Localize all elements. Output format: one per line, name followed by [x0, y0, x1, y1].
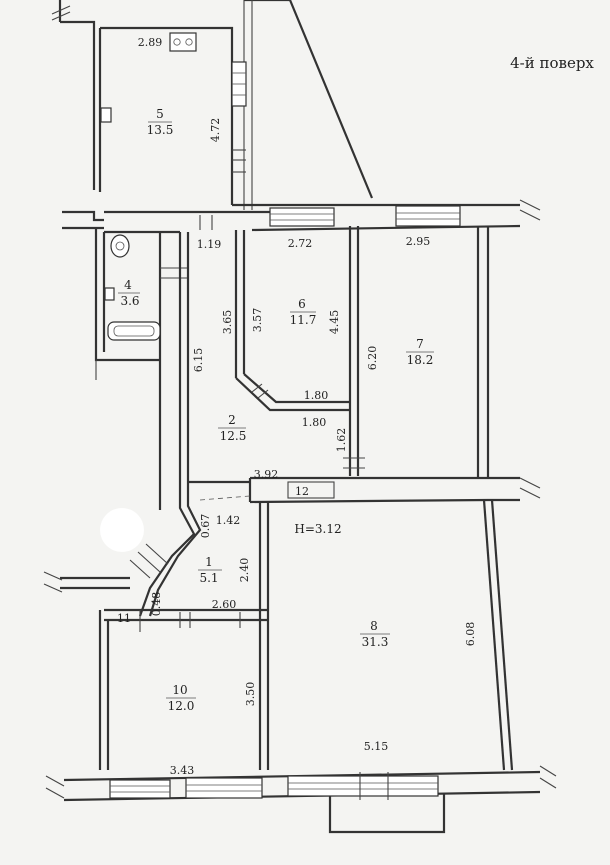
room-4-label: 4 3.6 — [118, 278, 140, 308]
dimension-3-50: 3.50 — [244, 682, 257, 707]
dimension-2-72: 2.72 — [288, 237, 313, 250]
room-11-tag: 11 — [117, 612, 131, 625]
room-area: 13.5 — [147, 123, 174, 137]
dimension-3-92: 3.92 — [254, 468, 279, 481]
room-number: 7 — [416, 337, 424, 351]
room-area: 3.6 — [120, 294, 139, 308]
room-5-label: 5 13.5 — [147, 107, 174, 137]
room-10-walls — [98, 608, 268, 770]
room-8-label: 8 31.3 — [360, 619, 390, 649]
dimension-4-72: 4.72 — [209, 118, 222, 143]
dimension-2-60: 2.60 — [212, 598, 237, 611]
room-number: 6 — [298, 297, 306, 311]
bottom-exterior-wall — [45, 765, 557, 834]
dimension-1-62: 1.62 — [335, 428, 348, 453]
dimension-6-08: 6.08 — [464, 622, 477, 647]
room-7-label: 7 18.2 — [406, 337, 434, 367]
dimension-6-20: 6.20 — [366, 346, 379, 371]
room-area: 11.7 — [290, 313, 317, 327]
room-number: 8 — [370, 619, 378, 633]
room-number: 2 — [228, 413, 236, 427]
room-number: 10 — [172, 683, 187, 697]
room-2-walls — [158, 226, 541, 510]
room-area: 18.2 — [407, 353, 434, 367]
main-horizontal-wall — [62, 199, 541, 232]
dimension-1-80-b: 1.80 — [302, 416, 327, 429]
room-number: 1 — [205, 555, 213, 569]
room-number: 5 — [156, 107, 164, 121]
dimension-2-95: 2.95 — [406, 235, 431, 248]
room-5-walls — [51, 0, 247, 205]
dimension-4-45: 4.45 — [328, 310, 341, 335]
room-7-walls — [476, 226, 490, 478]
room-number: 4 — [124, 278, 132, 292]
room-8-walls — [258, 499, 514, 771]
dimension-0-67: 0.67 — [199, 514, 212, 539]
room-area: 12.0 — [168, 699, 195, 713]
room-4-walls — [94, 228, 188, 380]
room-area: 12.5 — [220, 429, 247, 443]
dimension-5-15: 5.15 — [364, 740, 389, 753]
dimension-0-48: 0.48 — [150, 592, 163, 617]
dimension-1-80-a: 1.80 — [304, 389, 329, 402]
dimension-3-43: 3.43 — [170, 764, 195, 777]
room-12-tag: 12 — [295, 485, 309, 498]
room-1-label: 1 5.1 — [198, 555, 222, 585]
room-2-label: 2 12.5 — [218, 413, 246, 443]
dimension-3-65: 3.65 — [221, 310, 234, 335]
room-10-label: 10 12.0 — [166, 683, 196, 713]
room-area: 31.3 — [362, 635, 389, 649]
dimension-6-15: 6.15 — [192, 348, 205, 373]
room-6-label: 6 11.7 — [290, 297, 317, 327]
diagonal-exterior-wall — [243, 0, 374, 210]
dimension-1-42: 1.42 — [216, 514, 241, 527]
dimension-2-89: 2.89 — [138, 36, 163, 49]
dimension-1-19: 1.19 — [197, 238, 222, 251]
room-1-walls — [43, 482, 202, 617]
dimension-3-57: 3.57 — [251, 308, 264, 333]
blurred-mark — [100, 508, 144, 552]
room-area: 5.1 — [199, 571, 218, 585]
ceiling-height-label: H=3.12 — [294, 522, 341, 536]
dimension-2-40: 2.40 — [238, 558, 251, 583]
floor-label: 4-й поверх — [510, 54, 594, 72]
